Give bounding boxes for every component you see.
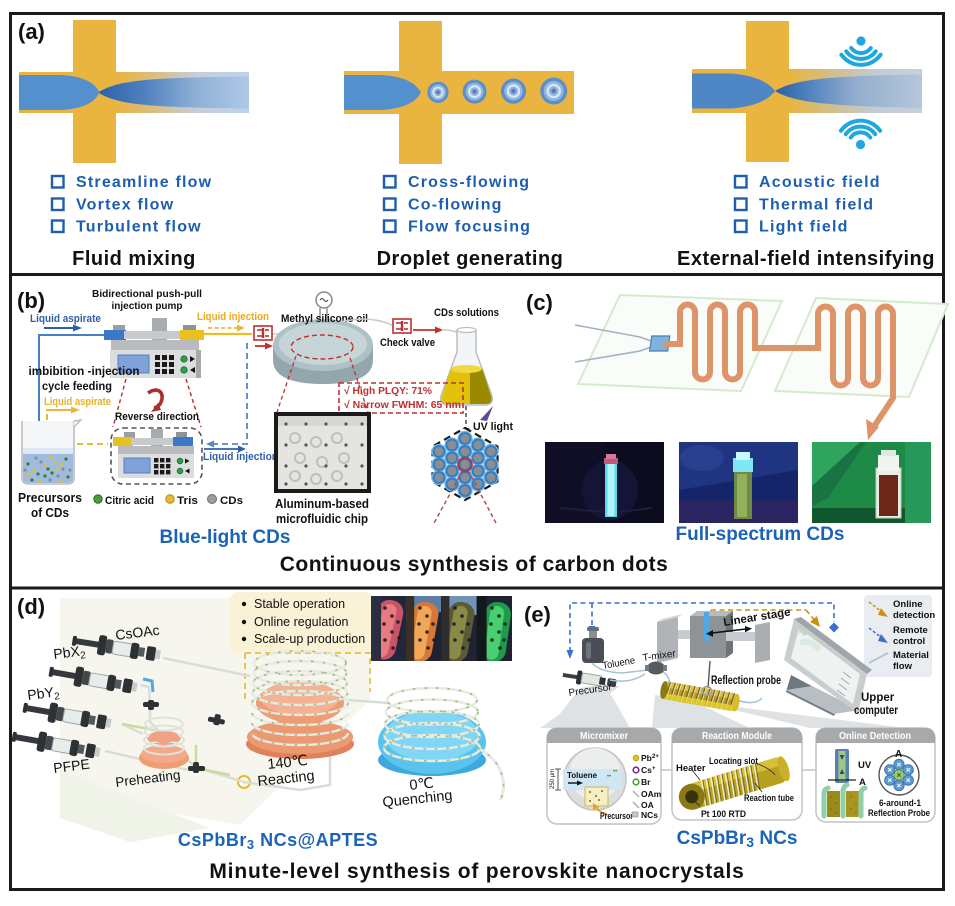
svg-text:microfluidic chip: microfluidic chip — [276, 512, 368, 526]
svg-text:CsPbBr3 NCs@APTES: CsPbBr3 NCs@APTES — [178, 830, 378, 852]
svg-text:(b): (b) — [17, 288, 45, 313]
svg-text:Liquid injection: Liquid injection — [203, 451, 278, 463]
svg-text:Material: Material — [893, 650, 929, 661]
svg-text:UV light: UV light — [473, 421, 513, 433]
svg-text:A: A — [895, 749, 902, 760]
svg-text:Cross-flowing: Cross-flowing — [408, 174, 530, 191]
svg-text:2+: 2+ — [652, 754, 659, 760]
svg-text:••: •• — [607, 774, 611, 780]
svg-text:Online: Online — [893, 599, 923, 610]
svg-text:Precursor: Precursor — [600, 811, 633, 821]
svg-text:Reacting: Reacting — [257, 768, 316, 790]
svg-text:Streamline flow: Streamline flow — [76, 174, 212, 191]
svg-text:Pt 100 RTD: Pt 100 RTD — [701, 809, 746, 820]
svg-text:Liquid aspirate: Liquid aspirate — [30, 313, 101, 325]
svg-text:PFPE: PFPE — [52, 756, 90, 776]
svg-text:Reflection probe: Reflection probe — [711, 675, 781, 687]
svg-text:OA: OA — [641, 800, 654, 810]
svg-text:Liquid aspirate: Liquid aspirate — [44, 396, 111, 408]
svg-text:250 μm: 250 μm — [550, 769, 556, 789]
svg-text:Co-flowing: Co-flowing — [408, 197, 503, 214]
svg-text:flow: flow — [893, 661, 913, 672]
svg-text:Aluminum-based: Aluminum-based — [275, 497, 369, 511]
svg-text:√ Narrow FWHM: 65 nm: √ Narrow FWHM: 65 nm — [344, 399, 461, 411]
svg-text:Upper: Upper — [861, 692, 895, 704]
svg-text:Quenching: Quenching — [382, 788, 453, 811]
svg-text:(e): (e) — [524, 602, 551, 627]
svg-text:CDs solutions: CDs solutions — [434, 307, 499, 319]
svg-text:Scale-up production: Scale-up production — [254, 632, 365, 646]
svg-text:Fluid mixing: Fluid mixing — [72, 248, 196, 270]
svg-text:imbibition -injection: imbibition -injection — [29, 364, 140, 378]
svg-text:Cs: Cs — [641, 765, 652, 775]
svg-text:Remote: Remote — [893, 625, 928, 636]
svg-text:(a): (a) — [18, 19, 45, 44]
svg-text:Reaction Module: Reaction Module — [702, 730, 772, 742]
svg-text:Continuous synthesis of carbon: Continuous synthesis of carbon dots — [280, 553, 669, 576]
svg-text:Flow focusing: Flow focusing — [408, 219, 531, 236]
svg-text:Light field: Light field — [759, 219, 849, 236]
svg-text:Liquid injection: Liquid injection — [197, 311, 269, 323]
svg-text:Acoustic field: Acoustic field — [759, 174, 881, 191]
svg-text:computer: computer — [854, 705, 898, 717]
svg-text:Locating slot: Locating slot — [709, 756, 759, 767]
svg-text:(c): (c) — [526, 290, 553, 315]
svg-text:Vortex flow: Vortex flow — [76, 197, 174, 214]
svg-text:Turbulent flow: Turbulent flow — [76, 219, 202, 236]
svg-text:Methyl silicone oil: Methyl silicone oil — [281, 313, 368, 325]
svg-text:Tris: Tris — [177, 495, 198, 507]
svg-text:Check valve: Check valve — [380, 337, 435, 349]
svg-text:140℃: 140℃ — [267, 753, 309, 773]
svg-text:CsOAc: CsOAc — [114, 622, 160, 643]
svg-text:Droplet generating: Droplet generating — [377, 248, 564, 270]
svg-text:Online Detection: Online Detection — [839, 730, 911, 742]
svg-text:Stable operation: Stable operation — [254, 597, 345, 611]
svg-text:••: •• — [613, 769, 617, 775]
svg-text:Blue-light CDs: Blue-light CDs — [160, 527, 291, 548]
svg-text:External-field intensifying: External-field intensifying — [677, 248, 935, 270]
svg-text:Bidirectional push-pull: Bidirectional push-pull — [92, 288, 202, 300]
svg-text:Minute-level synthesis of pero: Minute-level synthesis of perovskite nan… — [209, 860, 744, 883]
svg-text:Toluene: Toluene — [567, 771, 598, 780]
svg-text:6-around-1: 6-around-1 — [879, 798, 922, 809]
svg-text:NCs: NCs — [641, 810, 658, 820]
svg-text:Br: Br — [641, 777, 651, 787]
svg-text:of CDs: of CDs — [31, 506, 69, 520]
svg-text:CDs: CDs — [220, 495, 243, 507]
svg-text:OAm: OAm — [641, 789, 662, 799]
svg-text:Reaction tube: Reaction tube — [744, 793, 794, 804]
svg-text:T-mixer: T-mixer — [642, 648, 677, 664]
svg-text:injection pump: injection pump — [112, 300, 183, 312]
svg-text:control: control — [893, 636, 925, 647]
svg-text:Citric acid: Citric acid — [105, 495, 154, 507]
svg-text:+: + — [652, 766, 656, 772]
svg-text:Micromixer: Micromixer — [580, 730, 628, 742]
svg-text:Precursors: Precursors — [18, 491, 82, 505]
svg-text:0℃: 0℃ — [409, 776, 435, 794]
svg-text:Full-spectrum CDs: Full-spectrum CDs — [676, 524, 845, 545]
svg-text:Pb: Pb — [641, 753, 652, 763]
svg-text:cycle feeding: cycle feeding — [42, 379, 112, 393]
svg-text:detection: detection — [893, 610, 935, 621]
svg-text:UV: UV — [858, 760, 872, 771]
svg-text:Reflection Probe: Reflection Probe — [868, 808, 930, 819]
svg-text:Reverse direction: Reverse direction — [115, 411, 199, 423]
svg-text:A: A — [859, 777, 866, 788]
svg-text:Heater: Heater — [676, 763, 706, 774]
svg-text:Thermal field: Thermal field — [759, 197, 874, 214]
svg-text:(d): (d) — [17, 594, 45, 619]
svg-text:Online regulation: Online regulation — [254, 615, 349, 629]
svg-text:√ High PLQY: 71%: √ High PLQY: 71% — [344, 385, 433, 397]
svg-text:CsPbBr3 NCs: CsPbBr3 NCs — [677, 828, 798, 850]
